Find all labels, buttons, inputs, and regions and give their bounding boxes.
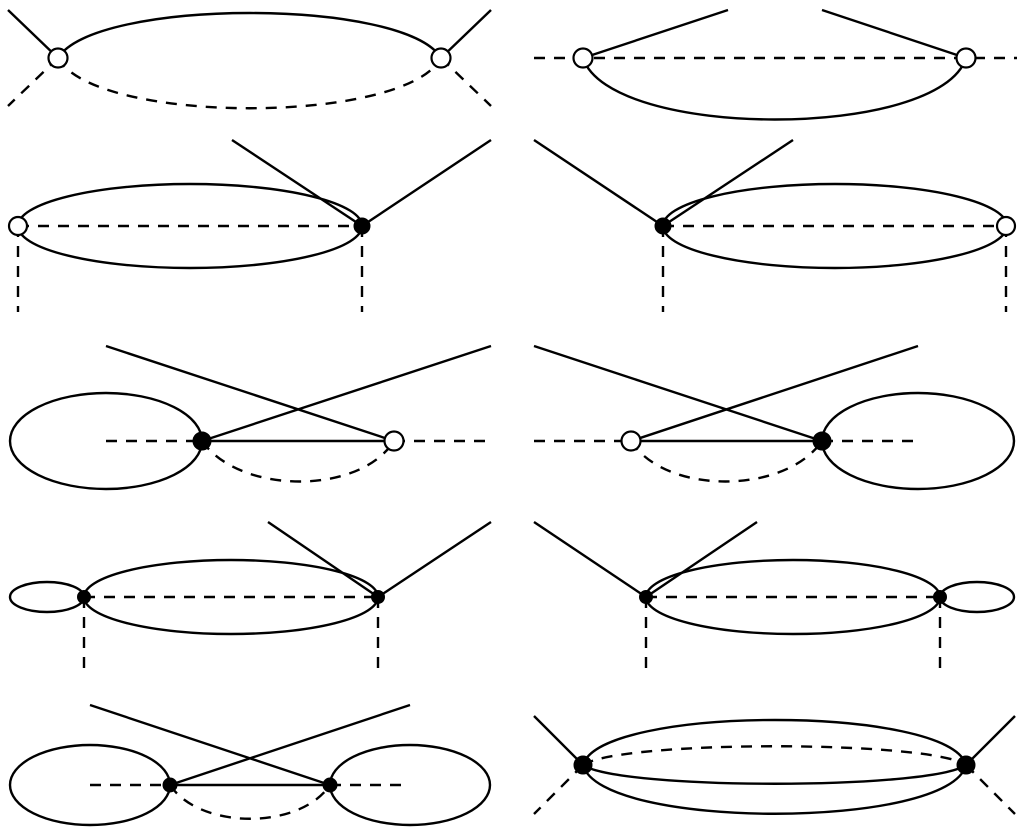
filled-vertex bbox=[322, 777, 338, 793]
solid-propagator-arc bbox=[581, 57, 968, 121]
diagram-1 bbox=[7, 9, 492, 110]
dashed-propagator-arc bbox=[201, 440, 396, 483]
filled-vertex bbox=[573, 755, 593, 775]
external-solid-line bbox=[105, 344, 395, 443]
filled-vertex bbox=[956, 755, 976, 775]
filled-vertex bbox=[353, 217, 371, 235]
dashed-propagator-arc bbox=[582, 745, 967, 767]
solid-loop bbox=[661, 182, 1009, 270]
open-vertex bbox=[47, 47, 69, 69]
external-solid-line bbox=[231, 138, 363, 228]
external-solid-line bbox=[533, 344, 823, 443]
dashed-propagator-arc bbox=[56, 57, 443, 110]
diagram-9 bbox=[8, 703, 492, 827]
filled-vertex bbox=[812, 431, 832, 451]
open-vertex bbox=[620, 430, 642, 452]
external-solid-line bbox=[201, 344, 492, 443]
dashed-propagator-arc bbox=[169, 784, 331, 820]
solid-loop bbox=[16, 182, 364, 270]
solid-propagator-arc bbox=[56, 11, 443, 59]
external-solid-line bbox=[89, 703, 331, 787]
open-vertex bbox=[995, 215, 1017, 237]
filled-vertex bbox=[639, 590, 653, 604]
external-solid-line bbox=[440, 9, 492, 59]
open-vertex bbox=[430, 47, 452, 69]
filled-vertex bbox=[162, 777, 178, 793]
external-solid-line bbox=[582, 8, 729, 60]
external-dashed-line bbox=[965, 764, 1016, 815]
diagram-3 bbox=[7, 138, 492, 312]
external-solid-line bbox=[630, 344, 919, 443]
diagram-10 bbox=[533, 715, 1016, 815]
open-vertex bbox=[572, 47, 594, 69]
external-solid-line bbox=[361, 139, 492, 227]
external-solid-line bbox=[662, 138, 794, 228]
open-vertex bbox=[955, 47, 977, 69]
external-dashed-line bbox=[533, 764, 584, 815]
solid-propagator-arc-middle bbox=[582, 763, 967, 785]
open-vertex bbox=[383, 430, 405, 452]
filled-vertex bbox=[371, 590, 385, 604]
external-solid-line bbox=[169, 703, 411, 787]
filled-vertex bbox=[77, 590, 91, 604]
external-solid-line bbox=[533, 715, 584, 766]
external-solid-line bbox=[645, 521, 758, 598]
filled-vertex bbox=[654, 217, 672, 235]
external-solid-line bbox=[267, 521, 379, 598]
dashed-propagator-arc bbox=[629, 440, 823, 483]
open-vertex bbox=[7, 215, 29, 237]
diagram-6 bbox=[533, 344, 1016, 491]
diagram-5 bbox=[8, 344, 492, 491]
diagram-7 bbox=[8, 521, 492, 672]
external-solid-line bbox=[533, 139, 664, 227]
filled-vertex bbox=[933, 590, 947, 604]
external-solid-line bbox=[533, 521, 647, 598]
solid-propagator-arc-upper bbox=[581, 718, 968, 766]
diagram-8 bbox=[533, 521, 1016, 672]
diagram-2 bbox=[534, 8, 1017, 121]
diagram-4 bbox=[533, 138, 1017, 312]
small-tadpole-loop bbox=[8, 580, 86, 614]
external-solid-line bbox=[965, 715, 1016, 766]
solid-propagator-arc-lower bbox=[581, 764, 968, 815]
small-tadpole-loop bbox=[938, 580, 1016, 614]
external-solid-line bbox=[821, 8, 967, 60]
filled-vertex bbox=[192, 431, 212, 451]
external-solid-line bbox=[377, 521, 492, 598]
external-solid-line bbox=[7, 9, 59, 59]
